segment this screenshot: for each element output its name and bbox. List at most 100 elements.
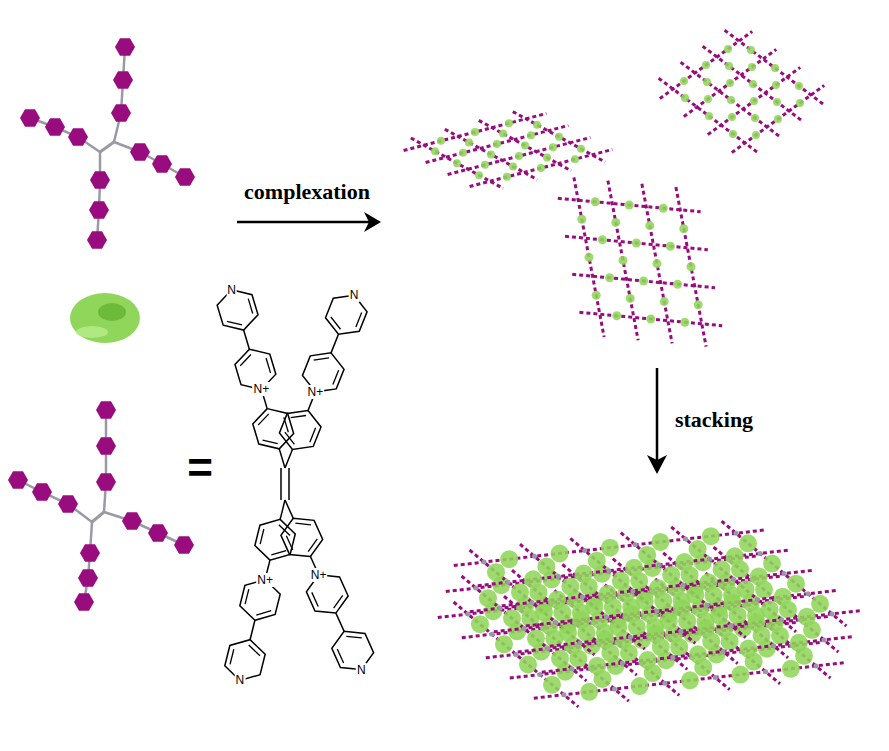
- host-bead: [577, 145, 585, 153]
- single-bond: [331, 334, 338, 353]
- arm-bond: [97, 152, 100, 240]
- network-strand: [462, 576, 587, 681]
- host-bead: [475, 171, 483, 179]
- host-bead: [811, 595, 829, 613]
- host-bead: [580, 683, 598, 701]
- network-strand: [613, 559, 738, 664]
- single-bond: [285, 500, 293, 518]
- ring-hexagon: [68, 128, 88, 145]
- host-bead: [459, 149, 467, 157]
- host-bead: [724, 45, 732, 53]
- molecule-core: [556, 574, 561, 579]
- host-bead: [493, 140, 501, 148]
- inner-double-bond: [337, 649, 343, 663]
- molecule-core: [771, 643, 776, 648]
- host-bead: [752, 131, 760, 139]
- molecule-core: [580, 594, 585, 599]
- host-bead: [609, 618, 627, 636]
- network-strand: [520, 544, 645, 649]
- network-sheet: [558, 177, 722, 346]
- host-bead: [659, 204, 668, 213]
- ring-hexagon: [20, 109, 40, 126]
- network-strand: [562, 564, 687, 669]
- double-bond: [280, 468, 282, 500]
- network-strand: [570, 538, 695, 643]
- molecule-core: [782, 571, 787, 576]
- host-bead: [626, 294, 635, 303]
- host-bead: [703, 78, 711, 86]
- host-bead: [737, 580, 755, 598]
- host-bead: [782, 660, 800, 678]
- molecule-core: [490, 632, 495, 637]
- host-bead: [750, 97, 758, 105]
- double-bond: [288, 468, 290, 500]
- network-strand: [722, 521, 847, 626]
- host-bead: [548, 591, 566, 609]
- molecule-core: [474, 586, 479, 591]
- molecule-core: [466, 612, 471, 617]
- ring-hexagon: [130, 143, 150, 160]
- network-strand: [513, 112, 605, 162]
- molecule-core: [620, 660, 625, 665]
- molecule-core: [606, 568, 611, 573]
- host-bead: [601, 539, 619, 557]
- ring-hexagon: [87, 231, 107, 248]
- host-bead: [515, 152, 523, 160]
- host-bead: [702, 61, 710, 69]
- host-bead: [798, 608, 816, 626]
- host-bead: [559, 624, 577, 642]
- host-bead: [739, 534, 757, 552]
- host-bead: [687, 262, 696, 271]
- inner-double-bond: [240, 354, 251, 365]
- host-bead: [772, 81, 780, 89]
- atom-label: N: [226, 283, 237, 297]
- molecule-core: [734, 531, 739, 536]
- host-bead: [763, 555, 781, 573]
- ring-hexagon: [32, 483, 52, 500]
- ring-hexagon: [122, 512, 142, 529]
- single-bond: [244, 330, 250, 349]
- inner-double-bond: [248, 299, 252, 314]
- network-strand: [470, 550, 595, 655]
- complexation-arrow: [237, 221, 372, 224]
- molecule-core: [830, 611, 835, 616]
- host-bead: [795, 82, 803, 90]
- host-bead: [660, 297, 669, 306]
- host-bead: [471, 615, 489, 633]
- host-bead: [790, 634, 808, 652]
- host-bead: [503, 173, 511, 181]
- inner-double-bond: [291, 416, 306, 418]
- atom-label: N: [235, 673, 246, 687]
- arm-bond: [114, 142, 185, 177]
- host-bead: [728, 113, 736, 121]
- arrow-head: [364, 212, 381, 232]
- host-highlight: [76, 326, 108, 338]
- host-bead: [673, 599, 691, 617]
- host-bead: [612, 572, 630, 590]
- molecule-core: [582, 548, 587, 553]
- single-bond: [279, 449, 285, 468]
- ring-hexagon: [96, 473, 116, 490]
- host-bead: [503, 609, 521, 627]
- host-bead: [750, 567, 768, 585]
- molecule-core: [604, 614, 609, 619]
- inner-double-bond: [295, 523, 310, 525]
- host-bead: [571, 155, 579, 163]
- network-sheet: [659, 30, 826, 154]
- network-strand: [708, 67, 800, 134]
- molecule-core: [633, 542, 638, 547]
- single-bond: [250, 620, 255, 639]
- host-bead: [551, 650, 569, 668]
- ring-hexagon: [96, 401, 116, 418]
- ring-hexagon: [174, 536, 194, 553]
- host-bead: [713, 560, 731, 578]
- host-bead: [588, 552, 606, 570]
- inner-double-bond: [331, 317, 341, 329]
- host-bead: [549, 143, 557, 151]
- host-bead: [662, 566, 680, 584]
- host-bead: [465, 138, 473, 146]
- inner-double-bond: [227, 321, 242, 325]
- host-bead: [649, 579, 667, 597]
